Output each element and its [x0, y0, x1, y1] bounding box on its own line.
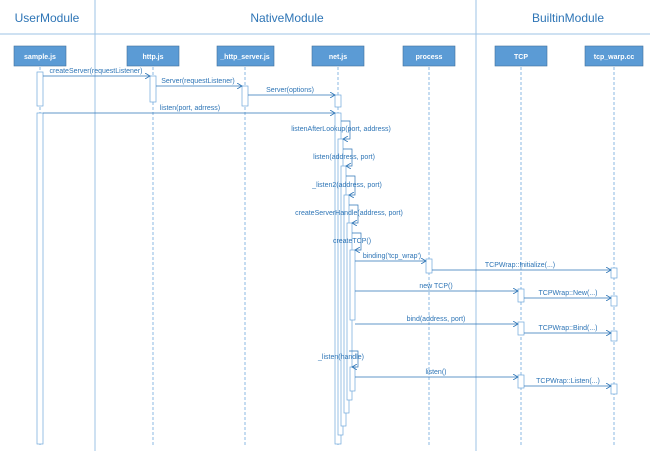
actor-sample[interactable]: sample.js — [13, 45, 67, 67]
self-message-arrow — [341, 120, 351, 139]
message-label: listen(address, port) — [313, 154, 375, 161]
activation-bar — [517, 321, 525, 336]
message-label: listen() — [425, 369, 446, 376]
message-label: TCPWrap::Bind(...) — [539, 325, 598, 332]
actor-label: net.js — [329, 54, 347, 61]
message-labels: createServer(requestListener) Server(req… — [50, 68, 600, 385]
activation-bar — [241, 85, 249, 107]
self-message-arrow — [346, 175, 356, 195]
actor-label: sample.js — [24, 54, 56, 61]
message-label: createServer(requestListener) — [50, 68, 143, 75]
actor-process[interactable]: process — [402, 45, 456, 67]
actor-http[interactable]: http.js — [126, 45, 180, 67]
self-message-arrow — [349, 204, 359, 223]
actor-label: tcp_warp.cc — [594, 54, 635, 61]
activation-bar — [334, 94, 342, 108]
activation-bar — [36, 71, 44, 107]
activation-bar — [349, 366, 356, 392]
self-message-arrow — [349, 350, 359, 367]
actor-tcp-wrap[interactable]: tcp_warp.cc — [584, 45, 644, 67]
actor-label: TCP — [514, 54, 528, 61]
activation-bars — [36, 71, 618, 445]
message-label: new TCP() — [419, 283, 452, 290]
message-label: bind(address, port) — [407, 316, 466, 323]
actor-label: http.js — [143, 54, 164, 61]
activation-bar — [517, 374, 525, 389]
actor-net[interactable]: net.js — [311, 45, 365, 67]
message-label: createTCP() — [333, 238, 371, 245]
activation-bar — [610, 295, 618, 307]
lifelines — [39, 57, 615, 447]
activation-bar — [149, 75, 157, 103]
actor-http-server[interactable]: _http_server.js — [216, 45, 275, 67]
actor-label: process — [416, 54, 443, 61]
message-label: Server(requestListener) — [161, 78, 235, 85]
message-label: TCPWrap::Listen(...) — [536, 378, 600, 385]
actor-label: _http_server.js — [219, 54, 270, 61]
message-arrows — [43, 76, 611, 386]
module-title-native: NativeModule — [250, 11, 324, 25]
message-label: TCPWrap::New(...) — [539, 290, 598, 297]
activation-bar — [610, 330, 618, 342]
activation-bar — [349, 249, 356, 321]
message-label: _listen2(address, port) — [311, 182, 382, 189]
message-label: _listen(handle) — [317, 354, 364, 361]
activation-bar — [610, 383, 618, 395]
activation-bar — [517, 288, 525, 303]
activation-bar — [610, 267, 618, 279]
actor-tcp[interactable]: TCP — [494, 45, 548, 67]
message-label: TCPWrap::Initialize(...) — [485, 262, 555, 269]
message-label: binding('tcp_wrap') — [363, 253, 421, 260]
activation-bar — [36, 112, 44, 445]
message-label: listenAfterLookup(port, address) — [291, 126, 391, 133]
message-label: Server(options) — [266, 87, 314, 94]
message-label: createServerHandle(address, port) — [295, 210, 403, 217]
self-message-arrow — [343, 148, 353, 166]
module-title-user: UserModule — [15, 11, 80, 25]
activation-bar — [425, 258, 433, 274]
module-title-builtin: BuiltinModule — [532, 11, 604, 25]
self-message-arrow — [352, 232, 362, 250]
message-label: listen(port, adrress) — [160, 105, 220, 112]
